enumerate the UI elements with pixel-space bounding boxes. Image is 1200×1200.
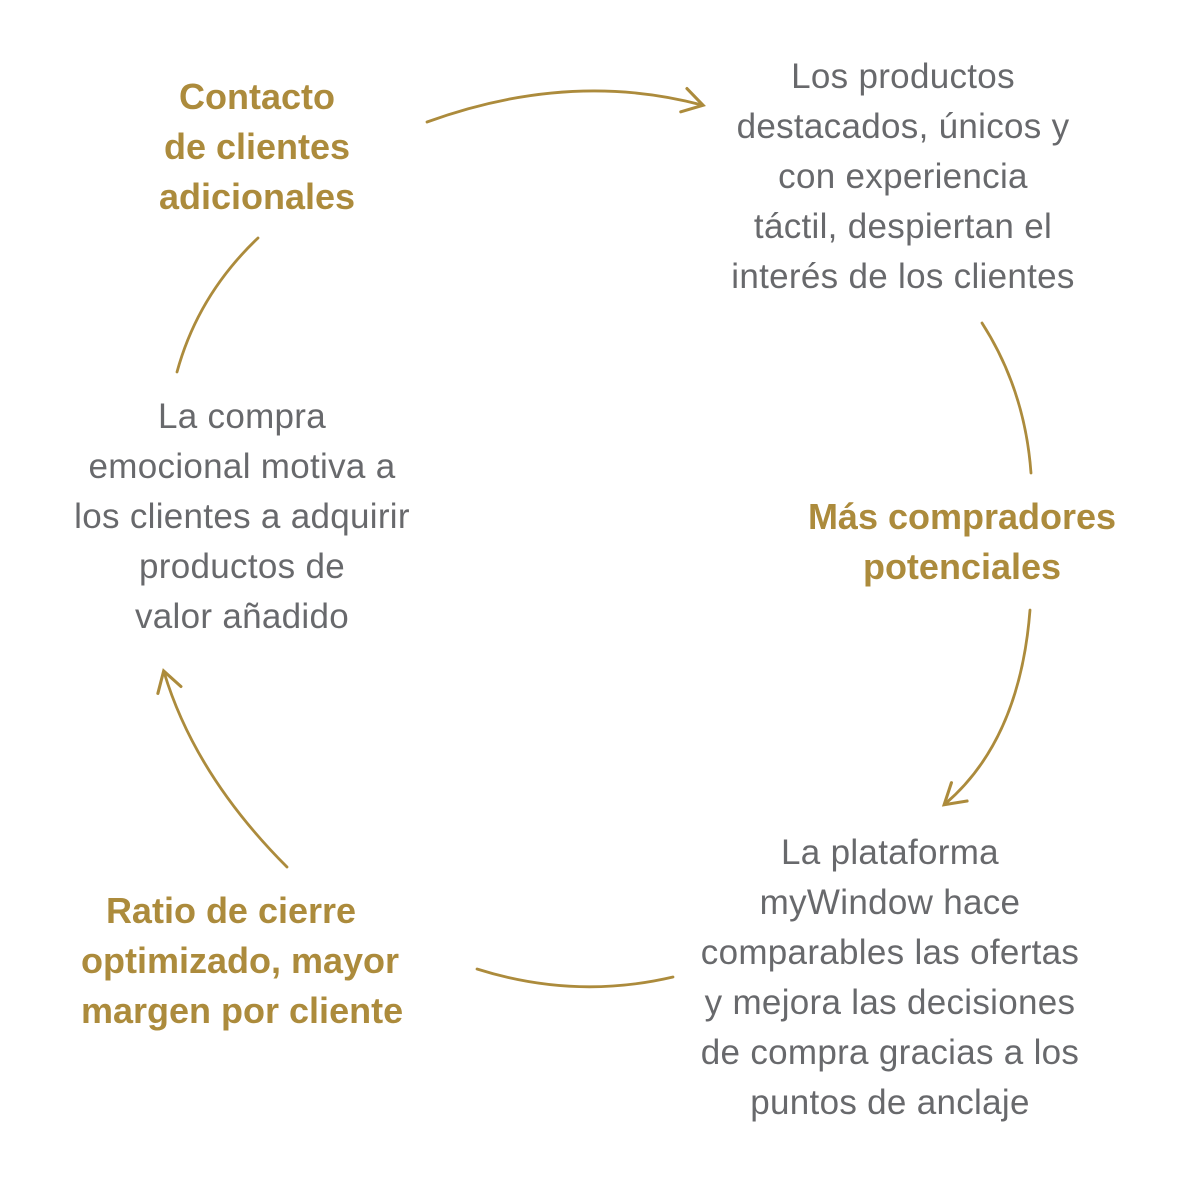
arrow-ratio-to-compra xyxy=(156,668,289,869)
node-line: emocional motiva a xyxy=(88,447,396,486)
node-line: myWindow hace xyxy=(759,883,1021,922)
arc-compra-to-contacto xyxy=(175,236,260,374)
node-line: margen por cliente xyxy=(81,990,404,1031)
node-line: de compra gracias a los xyxy=(700,1033,1080,1072)
node-line: valor añadido xyxy=(134,597,350,636)
node-line: Ratio de cierre xyxy=(105,890,357,931)
node-line: La compra xyxy=(157,397,327,436)
node-line: destacados, únicos y xyxy=(736,107,1070,146)
arrow-contacto-to-productos xyxy=(425,87,706,124)
node-line: optimizado, mayor xyxy=(81,940,400,981)
arc-productos-to-compradores xyxy=(980,321,1033,475)
node-line: con experiencia xyxy=(778,157,1028,196)
node-mas-compradores-potenciales: Más compradores potenciales xyxy=(782,492,1142,592)
node-line: interés de los clientes xyxy=(731,257,1075,296)
node-line: puntos de anclaje xyxy=(750,1083,1030,1122)
node-compra-emocional: La compra emocional motiva a los cliente… xyxy=(42,392,442,642)
node-line: Los productos xyxy=(791,57,1015,96)
node-line: táctil, despiertan el xyxy=(753,207,1053,246)
node-line: y mejora las decisiones xyxy=(704,983,1076,1022)
node-line: Contacto xyxy=(179,76,335,117)
node-line: La plataforma xyxy=(781,833,999,872)
arc-plataforma-to-ratio xyxy=(475,967,675,989)
node-ratio-de-cierre: Ratio de cierre optimizado, mayor margen… xyxy=(81,886,404,1036)
node-plataforma-mywindow: La plataforma myWindow hace comparables … xyxy=(690,828,1090,1128)
node-line: adicionales xyxy=(158,176,356,217)
node-line: de clientes xyxy=(163,126,351,167)
arrow-compradores-to-plataforma xyxy=(941,608,1032,807)
node-line: Más compradores xyxy=(807,496,1117,537)
node-line: los clientes a adquirir xyxy=(74,497,410,536)
node-line: productos de xyxy=(139,547,345,586)
node-line: comparables las ofertas xyxy=(700,933,1080,972)
node-contacto-clientes-adicionales: Contacto de clientes adicionales xyxy=(97,72,417,222)
node-productos-destacados: Los productos destacados, únicos y con e… xyxy=(703,52,1103,302)
node-line: potenciales xyxy=(862,546,1062,587)
